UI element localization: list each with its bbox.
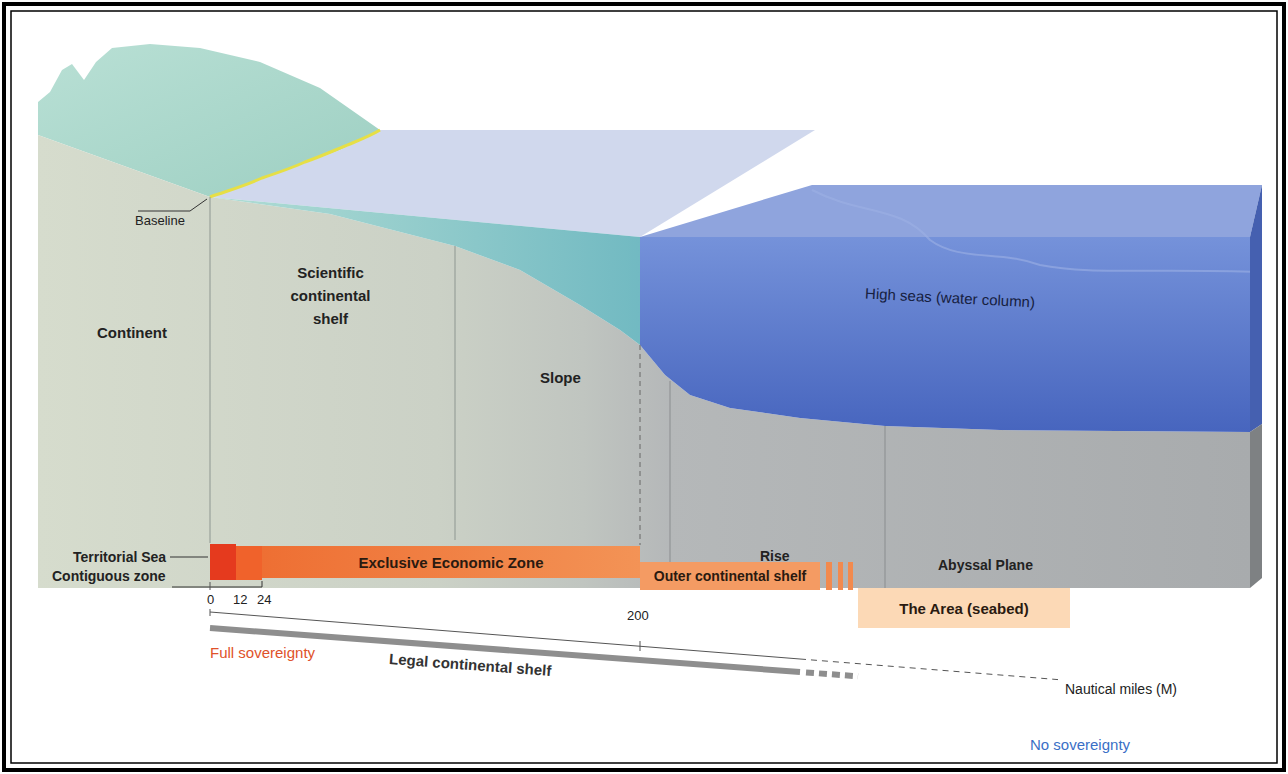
shelf-end-stripe xyxy=(838,562,843,590)
sovereignty-label: Full sovereignty xyxy=(210,644,315,662)
slope-rise-divider xyxy=(670,381,671,588)
contiguous-zone-leader xyxy=(172,581,262,587)
outer-frame xyxy=(4,4,1284,770)
coastline xyxy=(210,130,380,197)
band-text: Exclusive Economic Zone xyxy=(358,554,543,571)
ruler-number: 12 xyxy=(233,592,247,608)
shelf-end-stripe xyxy=(848,562,853,590)
band-text: The Area (seabed) xyxy=(899,600,1029,617)
region-label: Rise xyxy=(760,548,790,565)
zone-band: Outer continental shelf xyxy=(640,562,820,590)
territorial-sea-leader xyxy=(170,557,208,558)
region-label: Continent xyxy=(97,324,167,342)
leader-label: Baseline xyxy=(135,213,185,229)
ruler-tick xyxy=(210,582,211,590)
nautical-mile-scale-dashed xyxy=(800,659,1058,680)
zone-label: Contiguous zone xyxy=(52,568,166,585)
sovereignty-label: No sovereignty xyxy=(1030,736,1130,754)
zone-band: The Area (seabed) xyxy=(858,588,1070,628)
200-mile-divider xyxy=(640,345,641,545)
rise-abyssal-divider xyxy=(885,426,886,588)
baseline-leader xyxy=(138,199,207,211)
ruler-number: 0 xyxy=(207,592,214,608)
seabed-cross-section xyxy=(38,135,1250,588)
high-seas-top xyxy=(640,185,1262,237)
region-label: Slope xyxy=(540,369,581,387)
high-seas-water xyxy=(640,237,1250,432)
shelf-water xyxy=(210,197,640,345)
zone-label: Territorial Sea xyxy=(73,549,166,566)
ruler-tick xyxy=(640,641,641,651)
shelf-slope-divider xyxy=(455,246,456,540)
seabed-side-face xyxy=(1250,424,1262,588)
baseline-divider xyxy=(210,197,211,543)
ruler-number: 200 xyxy=(627,608,649,624)
axis-label: Nautical miles (M) xyxy=(1065,681,1177,698)
region-label: Abyssal Plane xyxy=(938,557,1033,574)
legal-shelf-bar-dashed xyxy=(806,672,858,676)
contiguous-zone-bar xyxy=(236,546,262,580)
zone-band: Exclusive Economic Zone xyxy=(262,546,640,578)
region-label: Scientific continental shelf xyxy=(278,261,383,330)
back-seabed-contour xyxy=(812,190,1262,272)
ruler-number: 24 xyxy=(257,592,271,608)
band-text: Outer continental shelf xyxy=(654,568,806,584)
shelf-end-stripe xyxy=(826,562,832,590)
inner-frame xyxy=(11,11,1277,763)
water-side-face xyxy=(1250,185,1262,432)
territorial-sea-bar xyxy=(210,544,236,580)
